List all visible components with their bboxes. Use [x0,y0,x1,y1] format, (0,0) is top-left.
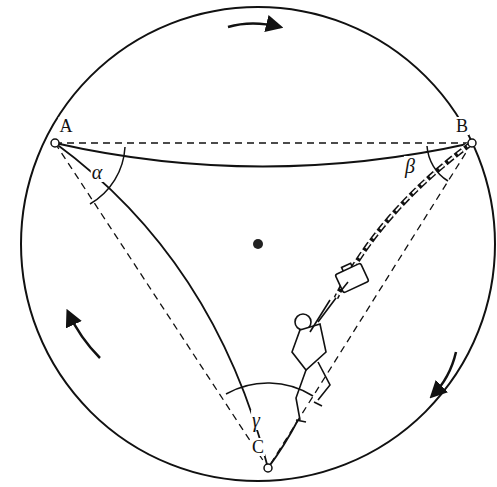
vertex-label: C [251,438,265,456]
angle-label: β [404,156,416,176]
climbing-man [292,259,369,422]
rotation-arrow [432,352,456,396]
straight-side [55,143,268,468]
angle-arc [427,146,448,181]
rotation-arrow [68,312,100,358]
vertex-point [468,139,476,147]
straight-side [268,143,472,468]
vertex-label: B [455,117,469,135]
straight-side [55,142,472,143]
angle-arc [90,147,125,204]
angle-label: γ [251,410,261,430]
vertex-point [264,464,272,472]
briefcase [333,259,369,293]
vertex-point [51,139,59,147]
chain-ground [336,143,472,298]
curved-path [268,420,298,468]
chain [336,143,472,298]
curved-path [55,143,268,468]
rotation-arrow [228,24,280,28]
center-dot [253,239,263,249]
vertex-label: A [59,117,74,135]
chain-links [336,143,472,298]
rotating-disc [21,7,495,481]
angle-label: α [91,162,104,182]
